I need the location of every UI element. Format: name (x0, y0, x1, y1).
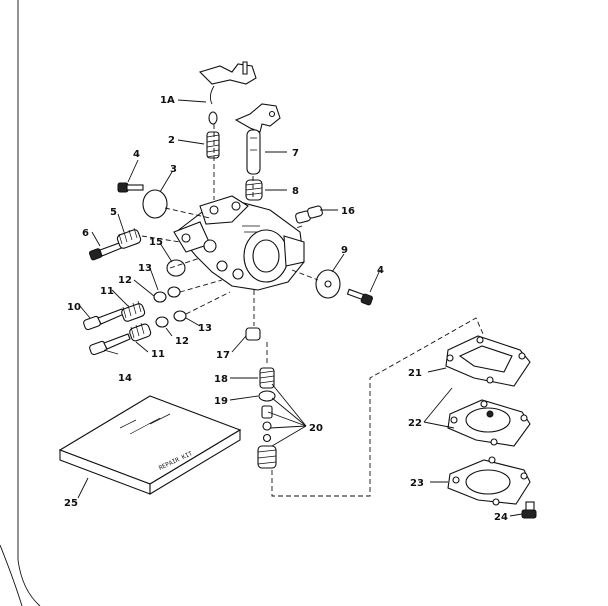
callout-7: 7 (292, 148, 299, 159)
callout-23: 23 (410, 478, 424, 489)
page-edge-curve (0, 544, 23, 606)
page-edge-line (17, 0, 41, 606)
callout-12-upper: 12 (118, 275, 132, 286)
callout-9: 9 (341, 245, 348, 256)
callout-21: 21 (408, 368, 422, 379)
part-1a-throttle-lever (198, 61, 257, 125)
callout-10: 10 (67, 302, 81, 313)
callout-4-right: 4 (377, 265, 384, 276)
part-6-idle-screw (88, 241, 125, 261)
callout-20: 20 (309, 423, 323, 434)
callout-16: 16 (341, 206, 355, 217)
assembly-dashed-lines (141, 124, 485, 497)
part-4-screw-right (346, 288, 374, 306)
callout-11-upper: 11 (100, 286, 114, 297)
callout-numbers: 1A 2 3 4 5 6 7 8 16 15 13 12 11 10 13 12… (64, 95, 508, 523)
callout-3: 3 (170, 164, 177, 175)
part-20-inlet-valve-parts (257, 405, 277, 469)
part-11-needle-spring-lower (129, 322, 152, 342)
part-10-mixture-needle (83, 308, 125, 331)
part-15-plug (166, 259, 186, 277)
callout-2: 2 (168, 135, 175, 146)
callout-13-lower: 13 (198, 323, 212, 334)
part-19-washer (258, 390, 276, 402)
callout-19: 19 (214, 396, 228, 407)
part-18-spring (259, 367, 275, 389)
callout-4-upper: 4 (133, 149, 140, 160)
part-8-choke-spring (245, 179, 263, 201)
part-5-idle-spring (116, 227, 142, 249)
part-25-repair-kit (58, 395, 242, 495)
carburetor-body (173, 195, 305, 291)
part-12-13-washers-lower (155, 310, 187, 328)
callout-18: 18 (214, 374, 228, 385)
part-4-screw-upper (117, 182, 144, 193)
part-11-needle-spring-upper (121, 300, 146, 322)
callout-12-lower: 12 (175, 336, 189, 347)
callout-22: 22 (408, 418, 422, 429)
leader-lines (77, 99, 523, 517)
part-7-choke-shaft (234, 103, 281, 175)
part-16-fuel-inlet-fitting (295, 205, 323, 224)
callout-25: 25 (64, 498, 78, 509)
callout-5: 5 (110, 207, 117, 218)
callout-24: 24 (494, 512, 508, 523)
part-14-mixture-needle (89, 333, 131, 356)
callout-15: 15 (149, 237, 163, 248)
callout-6: 6 (82, 228, 89, 239)
part-24-screw (521, 501, 537, 519)
part-23-cover (447, 456, 531, 506)
callout-17: 17 (216, 350, 230, 361)
callout-14: 14 (118, 373, 132, 384)
callout-13-upper: 13 (138, 263, 152, 274)
part-2-throttle-spring (206, 131, 220, 159)
part-9-diaphragm (315, 269, 341, 299)
callout-11-lower: 11 (151, 349, 165, 360)
callout-1a: 1A (160, 95, 175, 106)
part-3-choke-plate (142, 189, 168, 219)
callout-8: 8 (292, 186, 299, 197)
part-17-plug (245, 327, 261, 341)
part-22-diaphragm (447, 399, 531, 447)
part-21-gasket (445, 335, 531, 387)
